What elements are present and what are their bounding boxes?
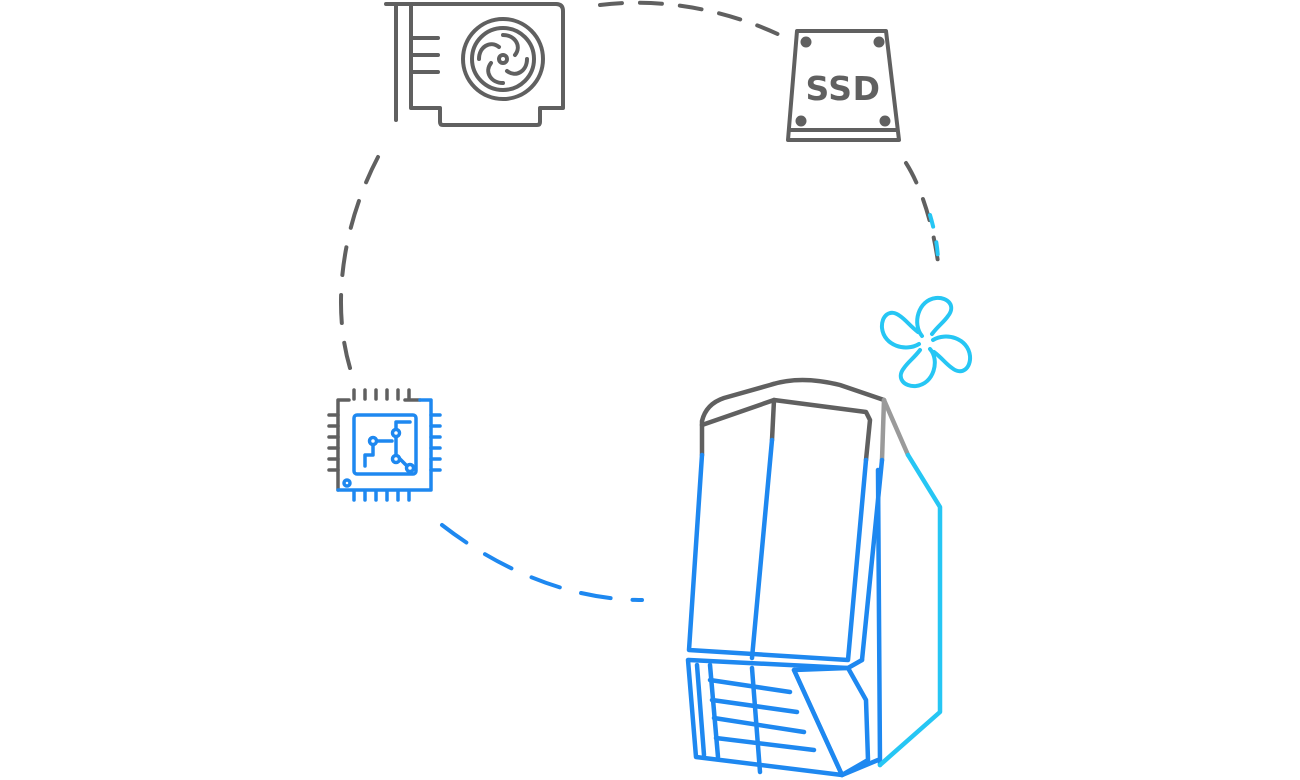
cooling-fan-icon [879, 295, 973, 389]
ring-segment-cpu-tower [440, 523, 644, 602]
graphics-card-icon [384, 2, 565, 127]
ssd-label: SSD [806, 69, 881, 108]
ssd-icon: SSD [786, 29, 901, 142]
ring-segment-ssd-fan [904, 161, 940, 264]
ring-segment-fan-accent [928, 213, 940, 264]
cpu-chip-icon [327, 388, 442, 502]
ring-segment-gpu-cpu [339, 155, 380, 370]
dashed-connection-ring [339, 0, 940, 602]
pc-tower-icon [685, 377, 943, 778]
ring-segment-gpu-ssd [598, 0, 788, 40]
